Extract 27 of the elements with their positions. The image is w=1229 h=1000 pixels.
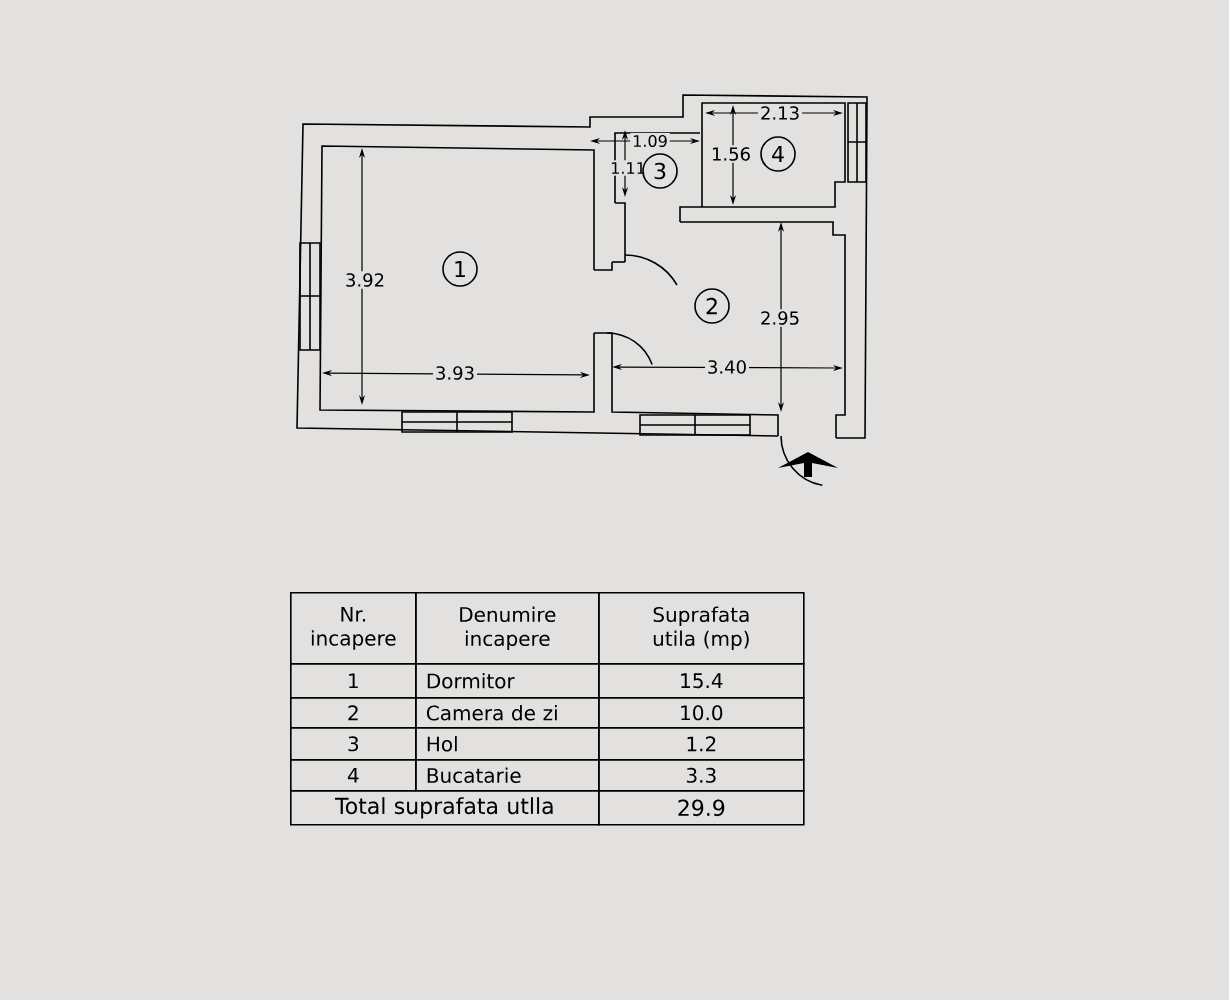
table-cell: 3.3 [598,759,805,792]
table-cell: Camera de zi [415,697,600,729]
dimension-label: 2.13 [758,104,803,122]
table-cell: Hol [415,727,600,761]
table-cell: 3 [290,727,417,761]
dimension-label: 3.92 [342,271,388,289]
table-cell: Bucatarie [415,759,600,792]
table-cell: 1.2 [598,727,805,761]
room-number: 3 [642,153,678,189]
table-cell: Nr. incapere [290,592,417,665]
dimension-label: 2.95 [758,309,803,327]
table-cell: 2 [290,697,417,729]
dimension-label: 1.56 [708,145,754,163]
room-number: 4 [760,136,796,172]
table-cell: Denumire incapere [415,592,600,665]
table-cell: 4 [290,759,417,792]
table-cell: 10.0 [598,697,805,729]
table-cell: 1 [290,663,417,699]
dimension-label: 3.40 [704,358,750,376]
table-cell: Suprafata utila (mp) [598,592,805,665]
table-cell: Dormitor [415,663,600,699]
table-cell: Total suprafata utlla [290,790,600,826]
room-number: 1 [442,251,478,287]
dimension-label: 3.93 [432,364,478,382]
table-cell: 29.9 [598,790,805,826]
table-cell: 15.4 [598,663,805,699]
room-number: 2 [694,288,730,324]
